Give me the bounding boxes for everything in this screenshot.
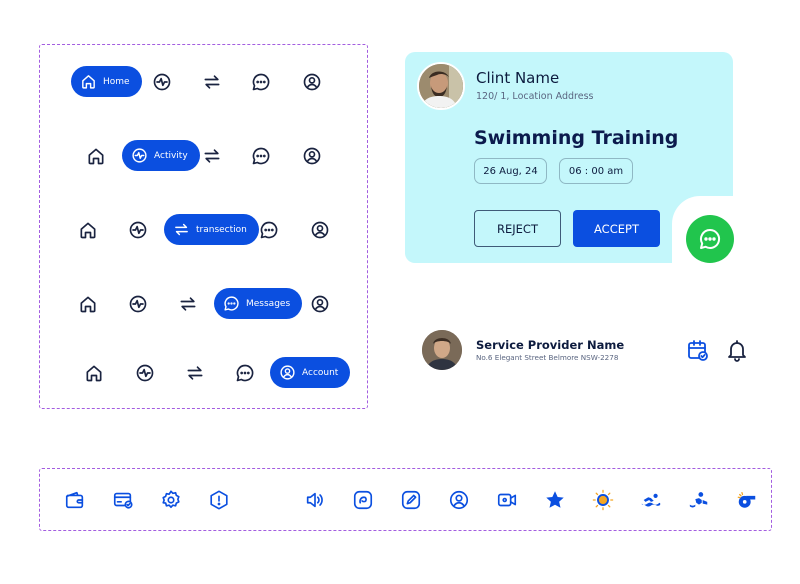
- bell-icon: [728, 340, 746, 362]
- video-icon: [495, 488, 519, 512]
- nav-messages-label: Messages: [246, 298, 291, 309]
- card-check-icon: [111, 488, 135, 512]
- user-circle-icon: [311, 221, 329, 239]
- time-chip: 06 : 00 am: [559, 158, 633, 184]
- bottom-nav-variants-frame: Home Activity: [39, 44, 368, 409]
- user-circle-icon: [447, 488, 471, 512]
- speaker-icon: [303, 488, 327, 512]
- provider-avatar: [422, 330, 462, 370]
- nav-home-button[interactable]: [76, 292, 100, 316]
- star-icon: [543, 488, 567, 512]
- activity-icon: [153, 73, 171, 91]
- nav-home-button[interactable]: [84, 144, 108, 168]
- booking-title: Swimming Training: [474, 127, 679, 149]
- sticker-icon: [351, 488, 375, 512]
- user-circle-icon: [303, 147, 321, 165]
- nav-home-button[interactable]: [76, 218, 100, 242]
- nav-account-button[interactable]: Account: [270, 357, 351, 388]
- nav-activity-button[interactable]: Activity: [122, 140, 200, 171]
- user-circle-icon: [303, 73, 321, 91]
- bottom-nav-home-active: Home: [40, 65, 367, 99]
- wallet-icon: [63, 488, 87, 512]
- calendar-check-icon: [688, 340, 708, 361]
- nav-messages-button[interactable]: [257, 218, 281, 242]
- nav-messages-button[interactable]: Messages: [214, 288, 303, 319]
- bottom-nav-activity-active: Activity: [40, 139, 367, 173]
- bottom-nav-account-active: Account: [40, 356, 367, 390]
- home-icon: [88, 148, 104, 165]
- gear-icon: [159, 488, 183, 512]
- chat-fab-button[interactable]: [686, 215, 734, 263]
- bottom-nav-messages-active: Messages: [40, 287, 367, 321]
- home-icon: [80, 296, 96, 313]
- nav-transaction-button[interactable]: [183, 361, 207, 385]
- activity-icon: [136, 364, 154, 382]
- nav-account-button[interactable]: [308, 218, 332, 242]
- date-chip: 26 Aug, 24: [474, 158, 547, 184]
- activity-icon: [129, 295, 147, 313]
- home-icon: [82, 75, 95, 89]
- transfer-arrows-icon: [187, 366, 203, 380]
- chat-bubble-icon: [224, 296, 239, 311]
- nav-account-button[interactable]: [308, 292, 332, 316]
- nav-transaction-button[interactable]: [200, 70, 224, 94]
- icon-set-frame: [39, 468, 772, 531]
- nav-activity-button[interactable]: [126, 292, 150, 316]
- user-circle-icon: [311, 295, 329, 313]
- provider-address: No.6 Elegant Street Belmore NSW-2278: [476, 353, 619, 362]
- nav-home-button[interactable]: Home: [71, 66, 142, 97]
- chat-bubble-icon: [700, 228, 721, 249]
- transfer-arrows-icon: [204, 149, 220, 163]
- sun-icon: [591, 488, 615, 512]
- swimmer-icon: [639, 488, 663, 512]
- whistle-icon: [735, 488, 759, 512]
- nav-activity-button[interactable]: [126, 218, 150, 242]
- client-avatar: [417, 62, 465, 110]
- nav-home-button[interactable]: [82, 361, 106, 385]
- chat-bubble-icon: [236, 364, 254, 382]
- nav-account-button[interactable]: [300, 144, 324, 168]
- bottom-nav-transaction-active: transection: [40, 213, 367, 247]
- nav-activity-button[interactable]: [133, 361, 157, 385]
- calendar-check-button[interactable]: [686, 338, 710, 362]
- user-circle-icon: [280, 365, 295, 380]
- transfer-arrows-icon: [180, 297, 196, 311]
- activity-icon: [129, 221, 147, 239]
- provider-name: Service Provider Name: [476, 338, 625, 352]
- notification-button[interactable]: [725, 338, 749, 362]
- nav-transaction-label: transection: [196, 224, 247, 235]
- nav-messages-button[interactable]: [249, 144, 273, 168]
- chat-bubble-icon: [252, 73, 270, 91]
- nav-transaction-button[interactable]: transection: [164, 214, 259, 245]
- transfer-arrows-icon: [175, 223, 188, 236]
- nav-activity-label: Activity: [154, 150, 188, 161]
- chat-bubble-icon: [252, 147, 270, 165]
- nav-home-label: Home: [103, 76, 130, 87]
- transfer-arrows-icon: [204, 75, 220, 89]
- nav-account-button[interactable]: [300, 70, 324, 94]
- nav-activity-button[interactable]: [150, 70, 174, 94]
- alert-hexagon-icon: [207, 488, 231, 512]
- activity-icon: [132, 148, 147, 163]
- swimmer-lane-icon: [687, 488, 711, 512]
- nav-account-label: Account: [302, 367, 339, 378]
- nav-transaction-button[interactable]: [176, 292, 200, 316]
- chat-bubble-icon: [260, 221, 278, 239]
- nav-messages-button[interactable]: [249, 70, 273, 94]
- home-icon: [86, 365, 102, 382]
- client-name: Clint Name: [476, 69, 560, 87]
- nav-transaction-button[interactable]: [200, 144, 224, 168]
- accept-button[interactable]: ACCEPT: [573, 210, 660, 247]
- client-address: 120/ 1, Location Address: [476, 91, 594, 102]
- reject-button[interactable]: REJECT: [474, 210, 561, 247]
- nav-messages-button[interactable]: [233, 361, 257, 385]
- edit-icon: [399, 488, 423, 512]
- home-icon: [80, 222, 96, 239]
